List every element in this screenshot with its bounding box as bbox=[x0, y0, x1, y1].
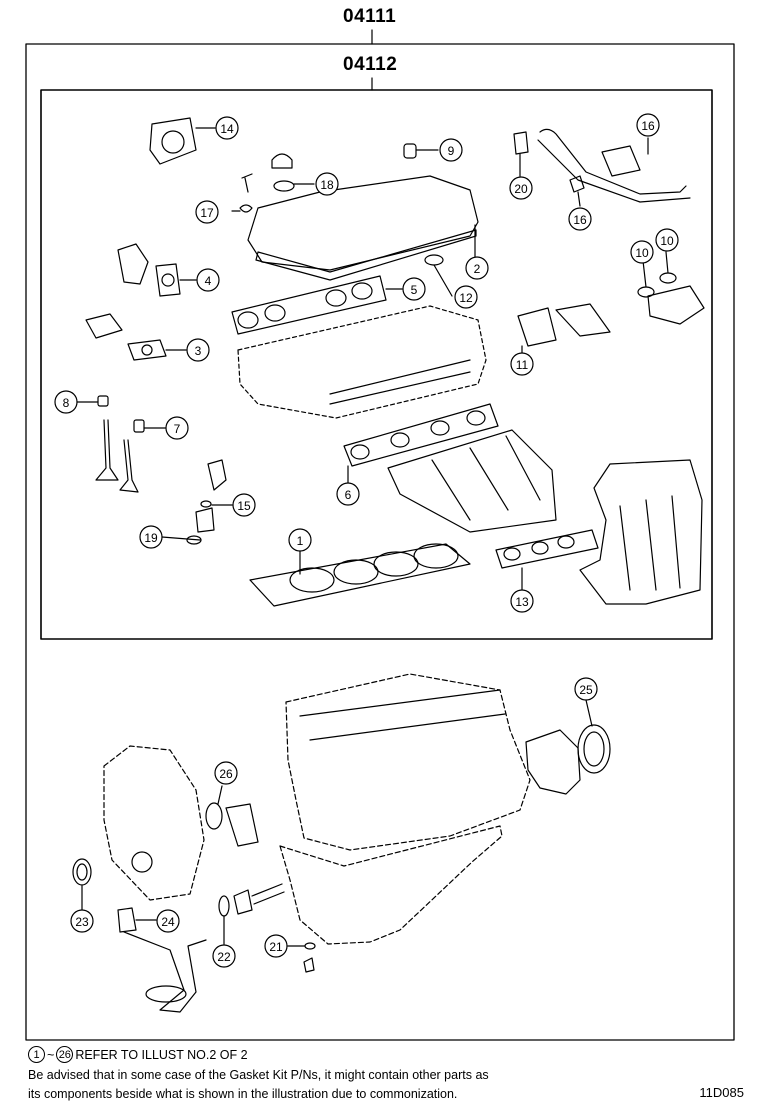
drawing-code: 11D085 bbox=[699, 1085, 744, 1100]
callout-1 bbox=[288, 528, 312, 552]
callout-15 bbox=[232, 493, 256, 517]
exhaust-manifold bbox=[387, 429, 557, 533]
part-25-oil-seal bbox=[525, 699, 611, 795]
callout-18-label: 18 bbox=[320, 178, 334, 192]
callout-16-bottom bbox=[568, 207, 592, 231]
callout-22 bbox=[212, 944, 236, 968]
callout-4 bbox=[196, 268, 220, 292]
advisory-note-line2: its components beside what is shown in t… bbox=[28, 1087, 458, 1101]
callout-15-label: 15 bbox=[237, 499, 251, 513]
cylinder-head bbox=[237, 305, 487, 419]
ref-end-callout: 26 bbox=[56, 1046, 74, 1063]
part-6-exhaust-gasket bbox=[343, 403, 499, 485]
callout-10-right-label: 10 bbox=[660, 234, 674, 248]
callout-20-label: 20 bbox=[514, 182, 528, 196]
part-15-19-sensor bbox=[161, 459, 233, 545]
intake-manifold bbox=[579, 459, 703, 605]
callout-22-label: 22 bbox=[217, 950, 231, 964]
inner-kit-frame bbox=[40, 89, 713, 640]
callout-14 bbox=[215, 116, 239, 140]
part-4-water-outlet bbox=[117, 243, 197, 297]
callout-26 bbox=[214, 761, 238, 785]
callout-17 bbox=[195, 200, 219, 224]
callout-16-top bbox=[636, 113, 660, 137]
callout-4-label: 4 bbox=[205, 274, 212, 288]
callout-3-label: 3 bbox=[195, 344, 202, 358]
callout-10-left bbox=[630, 240, 654, 264]
cylinder-block bbox=[285, 673, 531, 851]
callout-21-label: 21 bbox=[269, 940, 283, 954]
reference-note: 1 ~ 26 REFER TO ILLUST NO.2 OF 2 bbox=[28, 1046, 248, 1063]
callout-8 bbox=[54, 390, 78, 414]
part-10-rings bbox=[637, 251, 705, 325]
part-11-gasket bbox=[517, 303, 611, 355]
part-18-cap-seal bbox=[271, 153, 315, 192]
part-2-head-cover-gasket bbox=[247, 175, 479, 281]
kit-number-inner: 04112 bbox=[343, 54, 398, 75]
part-7-8-valves bbox=[75, 395, 167, 493]
part-5-intake-gasket bbox=[231, 275, 403, 335]
part-14-gasket bbox=[149, 117, 216, 165]
callout-2 bbox=[465, 256, 489, 280]
callout-13 bbox=[510, 589, 534, 613]
ref-tilde: ~ bbox=[47, 1047, 55, 1062]
callout-25 bbox=[574, 677, 598, 701]
part-12-seal bbox=[424, 254, 453, 297]
part-9-plug bbox=[403, 143, 439, 159]
callout-24-label: 24 bbox=[161, 915, 175, 929]
part-26-seal bbox=[205, 785, 259, 847]
callout-1-label: 1 bbox=[297, 534, 304, 548]
callout-10-right bbox=[655, 228, 679, 252]
callout-6 bbox=[336, 482, 360, 506]
ref-text: REFER TO ILLUST NO.2 OF 2 bbox=[75, 1047, 248, 1062]
callout-3 bbox=[186, 338, 210, 362]
callout-11-label: 11 bbox=[516, 358, 529, 372]
part-24-strainer bbox=[117, 907, 207, 1013]
callout-16-bottom-label: 16 bbox=[573, 213, 587, 227]
callout-6-label: 6 bbox=[345, 488, 352, 502]
callout-18 bbox=[315, 172, 339, 196]
callout-21 bbox=[264, 934, 288, 958]
callout-9-label: 9 bbox=[448, 144, 455, 158]
callout-12 bbox=[454, 285, 478, 309]
callout-19 bbox=[139, 525, 163, 549]
part-1-head-gasket bbox=[249, 543, 471, 607]
oil-pan bbox=[279, 825, 503, 945]
part-13-gasket bbox=[495, 529, 599, 591]
callout-7-label: 7 bbox=[174, 422, 181, 436]
callout-25-label: 25 bbox=[579, 683, 593, 697]
part-21-drain-plug bbox=[287, 942, 316, 973]
advisory-note-line1: Be advised that in some case of the Gask… bbox=[28, 1068, 489, 1082]
part-23-seal bbox=[72, 858, 92, 911]
callout-14-label: 14 bbox=[220, 122, 234, 136]
timing-cover bbox=[103, 745, 205, 901]
part-22-gasket bbox=[218, 883, 285, 945]
callout-8-label: 8 bbox=[63, 396, 70, 410]
callout-11 bbox=[510, 352, 534, 376]
kit-number-outer: 04111 bbox=[343, 6, 397, 27]
callout-26-label: 26 bbox=[219, 767, 233, 781]
part-17-seal bbox=[231, 204, 253, 213]
callout-5 bbox=[402, 277, 426, 301]
ref-start-callout: 1 bbox=[28, 1046, 45, 1063]
callout-5-label: 5 bbox=[411, 283, 418, 297]
callout-9 bbox=[439, 138, 463, 162]
callout-20 bbox=[509, 176, 533, 200]
callout-10-left-label: 10 bbox=[635, 246, 649, 260]
part-3-gasket bbox=[85, 313, 187, 361]
bolt bbox=[241, 173, 253, 193]
callout-17-label: 17 bbox=[200, 206, 214, 220]
outer-kit-frame bbox=[25, 43, 735, 1041]
callout-16-top-label: 16 bbox=[641, 119, 655, 133]
part-20-16-tube bbox=[513, 128, 691, 207]
callout-24 bbox=[156, 909, 180, 933]
callout-2-label: 2 bbox=[474, 262, 481, 276]
callout-13-label: 13 bbox=[515, 595, 529, 609]
callout-7 bbox=[165, 416, 189, 440]
callout-23 bbox=[70, 909, 94, 933]
callout-23-label: 23 bbox=[75, 915, 89, 929]
callout-19-label: 19 bbox=[144, 531, 158, 545]
callout-12-label: 12 bbox=[459, 291, 473, 305]
